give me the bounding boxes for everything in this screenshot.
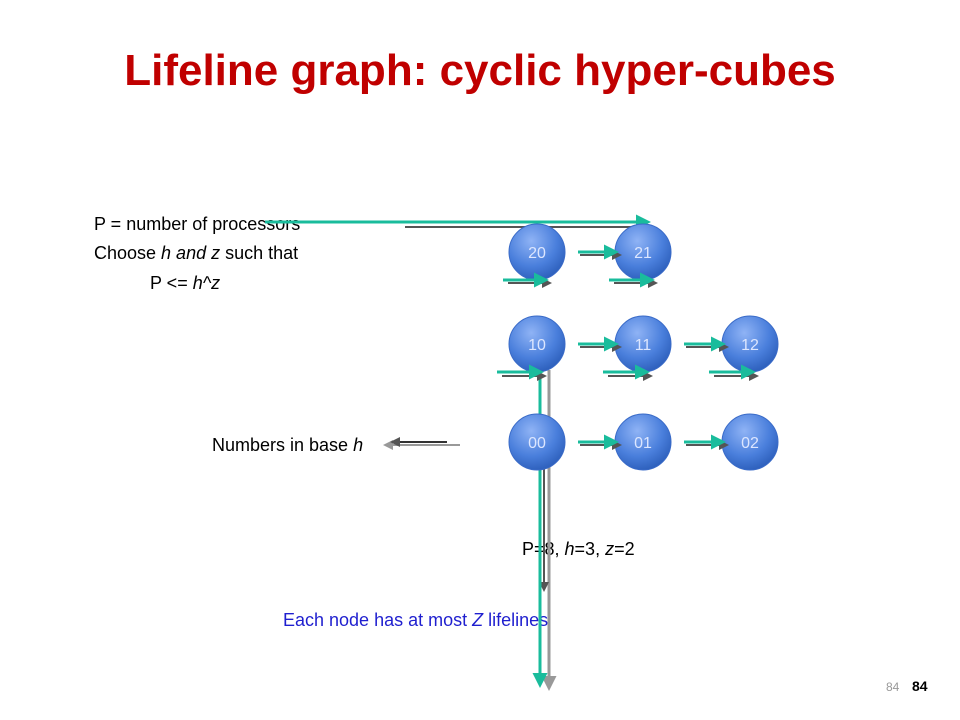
incoming-arrow-11 xyxy=(603,364,653,381)
incoming-arrow-10 xyxy=(497,364,547,381)
edge-11-12 xyxy=(684,336,729,352)
edge-20-21 xyxy=(578,244,622,260)
node-label: 21 xyxy=(634,245,652,262)
slide-number-faint: 84 xyxy=(886,680,900,694)
edge-10-11 xyxy=(578,336,622,352)
numbers-base-text: Numbers in base h xyxy=(212,435,364,455)
inequality-text: P <= h^z xyxy=(150,273,221,293)
slide-title: Lifeline graph: cyclic hyper-cubes xyxy=(124,46,836,95)
lifelines-text: Each node has at most Z lifelines xyxy=(283,610,549,630)
incoming-arrow-12 xyxy=(709,364,759,381)
node-label: 01 xyxy=(634,435,652,452)
slide-number: 84 xyxy=(912,678,928,694)
edge-01-02 xyxy=(684,434,729,450)
node-label: 00 xyxy=(528,435,546,452)
node-00 xyxy=(508,413,566,471)
incoming-arrow-21 xyxy=(609,272,658,288)
node-label: 20 xyxy=(528,245,546,262)
node-label: 11 xyxy=(635,337,652,354)
node-label: 12 xyxy=(741,337,759,354)
edge-00-01 xyxy=(578,434,622,450)
node-label: 02 xyxy=(741,435,759,452)
choose-text: Choose h and z such that xyxy=(94,243,299,263)
incoming-arrow-20 xyxy=(503,272,552,288)
node-label: 10 xyxy=(528,337,546,354)
processors-text: P = number of processors xyxy=(94,214,301,234)
